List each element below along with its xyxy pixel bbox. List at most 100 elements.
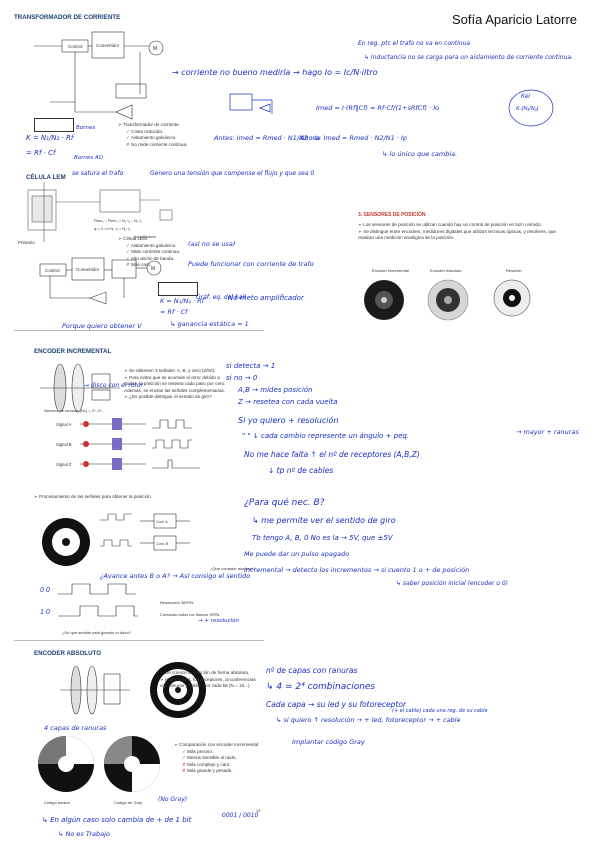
ann-a46: (+ el cable) cada una reg. de su cable xyxy=(392,708,488,714)
comparison-item-0: ✓ Más preciso. xyxy=(182,748,214,754)
lem-bullet-2: ✓ Mide corriente continua. xyxy=(126,249,181,254)
ann-a40: (No Gray) xyxy=(158,796,188,803)
ann-a45: 0001 / 0010 xyxy=(222,812,259,819)
trafo-formula-box xyxy=(34,118,74,132)
sensor-photos xyxy=(364,279,531,321)
absoluto-bullet-0: ➢ Se conoce la posición de forma absolut… xyxy=(160,670,250,675)
svg-text:Convertidor: Convertidor xyxy=(76,267,100,272)
trafo-bullets: ➢ Transformador de corriente: ✓ Coste re… xyxy=(118,122,187,148)
sensores-bullet-0: ➢ Los sensores de posición se utilizan c… xyxy=(358,222,542,227)
ann-a31: → disco con el rotor xyxy=(84,382,143,389)
resolution-360: Resolución 360º/N. xyxy=(160,600,195,605)
ann-a39: 4 capas de ranuras xyxy=(44,724,107,732)
comparison-list: ➢ Comparación con encoder incremental: ✓… xyxy=(174,742,259,775)
separator-2 xyxy=(14,640,264,641)
comparison-title: ➢ Comparación con encoder incremental: xyxy=(174,742,260,747)
signals-diagram: Signal A Signal B Signal Z xyxy=(56,418,200,470)
img-label-incremental: Encoder Incremental xyxy=(372,268,409,273)
ann-a1: En reg. ptc el trafo no va en continua xyxy=(358,40,471,47)
counter-b-label: Cont. B xyxy=(156,542,169,546)
signal-z-label: Signal Z xyxy=(56,462,72,467)
ann-a3: → corriente no bueno medirla → hago Io =… xyxy=(172,68,378,77)
svg-text:Control: Control xyxy=(45,268,60,273)
counter-question: ¿Qué contador aumenta? xyxy=(210,566,256,571)
svg-text:K·(N₁/N₂): K·(N₁/N₂) xyxy=(516,106,539,112)
counter-a-label: Cont. A xyxy=(156,520,168,524)
formula-rf: = Rf · Cf xyxy=(26,149,56,157)
ann-a12: Porque quiero obtener V xyxy=(62,322,142,330)
svg-text:Flem₁ – Flem₂ = N₁·I₁ – N₂·I₂: Flem₁ – Flem₂ = N₁·I₁ – N₂·I₂ xyxy=(94,219,143,223)
section-title-lem: CÉLULA LEM xyxy=(26,174,66,181)
ann-a9: (así no se usa) xyxy=(188,240,236,248)
ann-a18: Si yo quiero + resolución xyxy=(238,416,339,425)
img-label-resolver: Resolver xyxy=(506,268,522,273)
signal-a-label: Signal A xyxy=(56,422,72,427)
ann-a2: ↳ Inductancia no se carga para un aislam… xyxy=(364,54,573,61)
trafo-diagram: Control Convertidor M xyxy=(34,31,164,120)
ann-bornes-ao: Bornes AO xyxy=(74,155,103,161)
absolute-encoder-illustration xyxy=(60,662,206,718)
comparison-item-3: ✗ Más grande y pesado. xyxy=(182,768,233,773)
incremental-bullet-1: ➢ Para evitar que se acumule el error de… xyxy=(124,374,226,393)
processing-text: ➢ Procesamiento de las señales para obte… xyxy=(34,494,153,499)
ann-a44: Gráf. eq. del hall xyxy=(196,294,246,301)
ann-a33: ↳ 4 = 2⁴ combinaciones xyxy=(266,682,376,692)
sensores-bullets: ➢ Los sensores de posición se utilizan c… xyxy=(358,222,558,242)
ann-a16: A,B → mides posición xyxy=(238,386,313,394)
page-number: 19 xyxy=(256,808,261,813)
separator-1 xyxy=(14,330,264,331)
ann-bornes: Bornes xyxy=(76,125,96,131)
ann-a23: ¿Para qué nec. B? xyxy=(244,498,325,508)
processing-diagram: Cont. A Cont. B xyxy=(42,513,190,566)
section-title-sensores: 3. SENSORES DE POSICIÓN xyxy=(358,212,426,218)
incremental-encoder-illustration xyxy=(40,363,120,413)
disk-label-binario: Código binario xyxy=(44,800,70,805)
ann-a20: → mayor + ranuras xyxy=(516,428,579,436)
trafo-control-label: Control xyxy=(68,44,83,49)
lem-bullet-0: ➢ Célula LEM: xyxy=(118,236,149,241)
img-label-absoluto: Encoder Absoluto xyxy=(430,268,462,273)
ann-a14: si detecta → 1 xyxy=(226,362,276,370)
trafo-handdrawn-circuit xyxy=(229,93,273,114)
ann-a22: ↓ tp nº de cables xyxy=(268,466,334,475)
ann-a37: ↳ En algún caso solo cambia de + de 1 bi… xyxy=(42,816,192,824)
ann-a25: Tb tengo A, B, 0 No es la → 5V, que ±5V xyxy=(252,534,393,542)
lem-caption: Primario xyxy=(18,240,35,245)
ann-a13: ↳ ganancia estática = 1 xyxy=(170,320,249,328)
lem-bullet-4: ✗ Más caro. xyxy=(126,262,152,267)
trafo-bullet-1: ✓ Coste reducido. xyxy=(126,128,164,134)
ann-a21: No me hace falta ↑ el nº de receptores (… xyxy=(244,450,420,459)
ann-a36: Implantar código Gray xyxy=(292,738,365,746)
resolution-90: Contando todos los flancos 90º/N. xyxy=(160,612,221,617)
ann-a15: si no → 0 xyxy=(226,374,258,382)
ann-a4: Antes: Imed = Rmed · N1/N2 · Io xyxy=(214,134,321,142)
comparison-item-2: ✗ Más complejo y caro. xyxy=(182,761,231,767)
absoluto-bullet-1: ➢ Hay N LEDs, fotoreceptores, circunfere… xyxy=(160,676,256,689)
ann-a11: No meto amplificador xyxy=(228,294,304,302)
ann-a26: Me puede dar un pulso apagado xyxy=(244,550,350,558)
signal-b-label: Signal B xyxy=(56,442,72,447)
lem-formula-box xyxy=(158,282,198,296)
lem-diagram: Primario Amplificador Flem₁ – Flem₂ = N₁… xyxy=(18,182,173,245)
ann-a8: Genero una tensión que compense el flujo… xyxy=(150,170,315,177)
lem-formula-rf: = Rf · Cf xyxy=(160,308,188,316)
svg-text:M: M xyxy=(153,46,157,52)
trafo-converter-label: Convertidor xyxy=(96,43,120,48)
formula-imed: Imed = I·(Rf∥Cf) = Rf·Cf/(1+sRfCf) · Io xyxy=(316,104,440,112)
trafo-bullet-2: ✓ Aislamiento galvánico. xyxy=(126,135,177,140)
lem-ampl-label: Amplificador xyxy=(134,234,157,239)
author-name: Sofía Aparicio Latorre xyxy=(452,12,578,27)
ann-a17: Z → resetea con cada vuelta xyxy=(238,398,338,406)
ann-a38: ↳ No es Trabajo xyxy=(58,830,110,838)
absoluto-bullets: ➢ Se conoce la posición de forma absolut… xyxy=(160,670,264,690)
lem-bullet-1: ✓ Aislamiento galvánico. xyxy=(126,242,177,248)
disk-label-gray: Código de Gray xyxy=(114,800,143,805)
ann-a30: → + resolución xyxy=(198,618,240,624)
formula-k: K = N₁/N₂ · Rf xyxy=(26,134,74,142)
section-title-trafo: TRANSFORMADOR DE CORRIENTE xyxy=(14,14,121,21)
trafo-bullet-3: ✗ No mide corriente continua. xyxy=(126,141,188,147)
incremental-bullets: ➢ Se obtienen 3 señales: A, B, y cero (Z… xyxy=(124,368,234,401)
lem-block-diagram: Control Convertidor M xyxy=(39,257,162,305)
ann-a19: " " ↓ cada cambio represente un ángulo +… xyxy=(242,432,410,440)
ann-a28: ↳ saber posición inicial (encoder o 0) xyxy=(396,580,508,587)
